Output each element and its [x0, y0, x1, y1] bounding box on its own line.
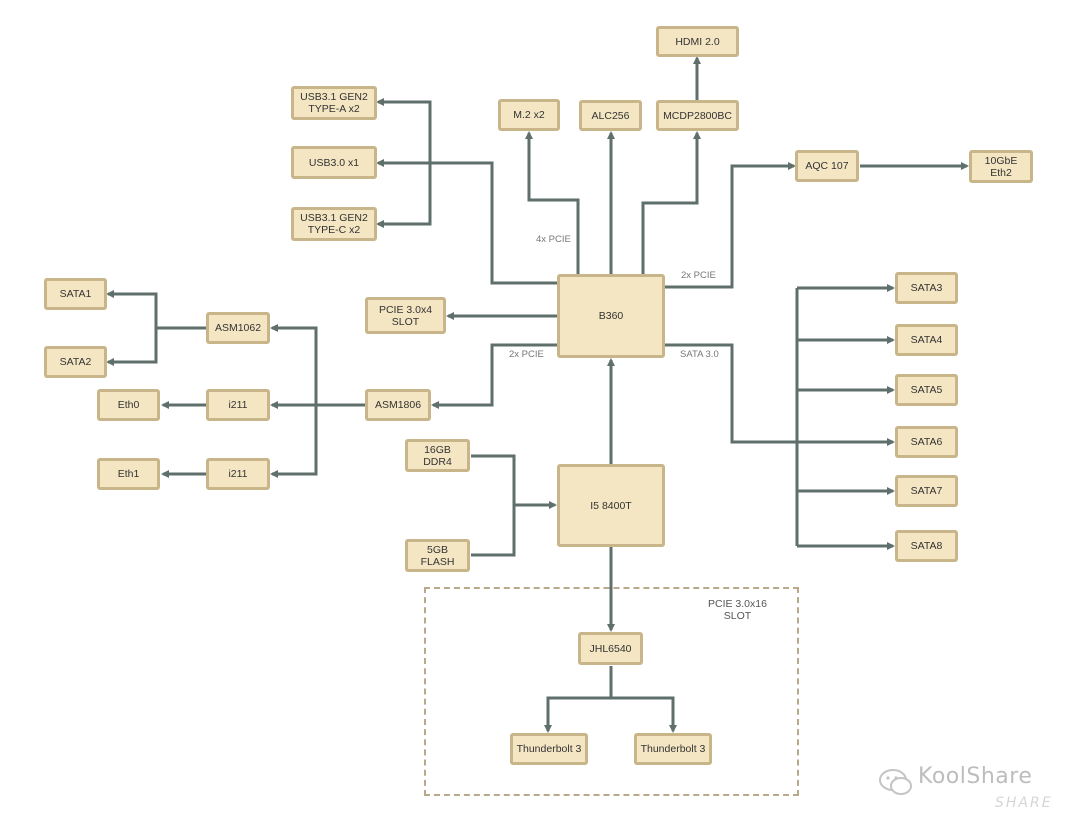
- line-flash-cpu: [471, 505, 516, 557]
- label-pcie-2x-left: 2x PCIE: [509, 349, 544, 360]
- node-b360: B360: [557, 274, 665, 358]
- line-asm1062-sata1: [106, 290, 158, 328]
- node-i211-b: i211: [206, 458, 270, 490]
- line-b360-aqc107: [665, 162, 796, 289]
- node-cpu: I5 8400T: [557, 464, 665, 547]
- watermark-share: SHARE: [995, 795, 1053, 811]
- node-hdmi: HDMI 2.0: [656, 26, 739, 57]
- node-sata6: SATA6: [895, 426, 958, 458]
- label-pcie-2x-right: 2x PCIE: [681, 270, 716, 281]
- node-sata1: SATA1: [44, 278, 107, 310]
- node-m2: M.2 x2: [498, 99, 560, 131]
- node-sata3: SATA3: [895, 272, 958, 304]
- node-sata5: SATA5: [895, 374, 958, 406]
- node-jhl6540: JHL6540: [578, 632, 643, 665]
- node-eth1: Eth1: [97, 458, 160, 490]
- node-usb30: USB3.0 x1: [291, 146, 377, 179]
- line-b360-usb: [430, 161, 557, 285]
- node-sata2: SATA2: [44, 346, 107, 378]
- line-hub-i211b: [270, 405, 318, 478]
- node-asm1806: ASM1806: [365, 389, 431, 421]
- wechat-logo-icon: [879, 769, 912, 795]
- line-asm1062-sata2: [106, 328, 158, 366]
- pcie-x16-slot-boundary: [424, 587, 799, 796]
- label-sata30: SATA 3.0: [680, 349, 719, 360]
- node-mcdp2800bc: MCDP2800BC: [656, 100, 739, 131]
- node-sata8: SATA8: [895, 530, 958, 562]
- line-jhl-tb1: [544, 696, 611, 733]
- node-eth0: Eth0: [97, 389, 160, 421]
- node-asm1062: ASM1062: [206, 312, 270, 344]
- node-thunderbolt-1: Thunderbolt 3: [510, 733, 588, 765]
- label-pcie-4x: 4x PCIE: [536, 234, 571, 245]
- node-aqc107: AQC 107: [795, 150, 859, 182]
- line-ddr4-cpu: [471, 454, 557, 509]
- line-hub-asm1062: [270, 324, 318, 405]
- node-alc256: ALC256: [579, 100, 642, 131]
- line-usb-typec: [376, 163, 432, 228]
- line-jhl-tb2: [611, 696, 677, 733]
- watermark-koolshare: KoolShare: [918, 764, 1033, 789]
- node-thunderbolt-2: Thunderbolt 3: [634, 733, 712, 765]
- node-sata4: SATA4: [895, 324, 958, 356]
- line-usb-typea: [376, 98, 432, 163]
- label-pcie-x16-slot: PCIE 3.0x16 SLOT: [708, 598, 767, 622]
- node-sata7: SATA7: [895, 475, 958, 507]
- line-b360-sata-hub: [665, 343, 797, 444]
- line-b360-asm1806: [431, 343, 557, 409]
- line-b360-mcdp: [641, 131, 701, 275]
- line-b360-m2: [525, 131, 580, 275]
- node-i211-a: i211: [206, 389, 270, 421]
